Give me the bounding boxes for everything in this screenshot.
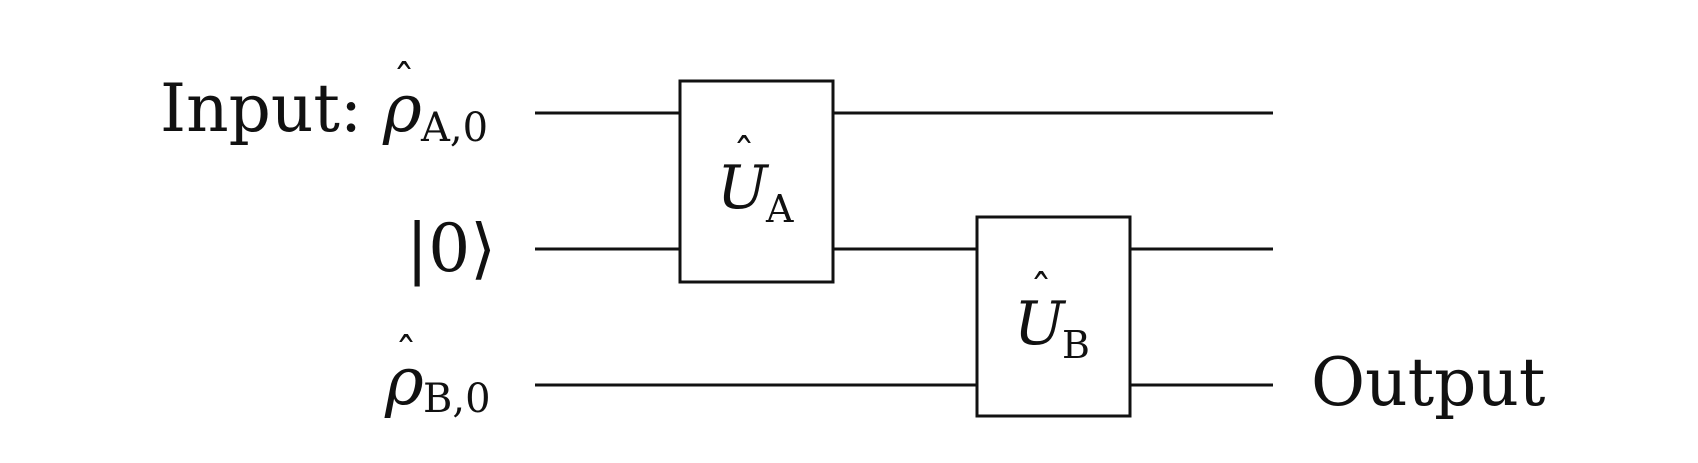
gate-a-symbol: U <box>717 153 770 223</box>
gate-b-box <box>975 215 1132 418</box>
gate-a: U ˆ A <box>678 79 835 284</box>
gate-b-hat: ˆ <box>1030 266 1052 317</box>
gate-b: U ˆ B <box>975 215 1132 418</box>
input-prefix-label: Input: <box>160 70 362 147</box>
wires <box>535 111 1273 387</box>
gate-b-symbol: U <box>1014 289 1067 359</box>
ket-zero-label: |0⟩ <box>406 210 496 287</box>
output-label: Output <box>1311 344 1545 421</box>
gate-a-hat: ˆ <box>733 130 755 181</box>
rho-a-symbol: ρ <box>382 70 422 147</box>
rho-b-subscript: B,0 <box>423 376 491 422</box>
rho-a-subscript: A,0 <box>420 105 488 151</box>
rho-a-hat: ˆ <box>393 56 415 107</box>
input-labels: Input: ρ ˆ A,0 |0⟩ ρ ˆ B,0 <box>160 56 496 422</box>
gate-a-subscript: A <box>765 187 794 231</box>
rho-b-hat: ˆ <box>395 329 417 380</box>
rho-b-symbol: ρ <box>384 343 424 420</box>
gate-b-subscript: B <box>1062 323 1090 367</box>
gate-a-box <box>678 79 835 284</box>
